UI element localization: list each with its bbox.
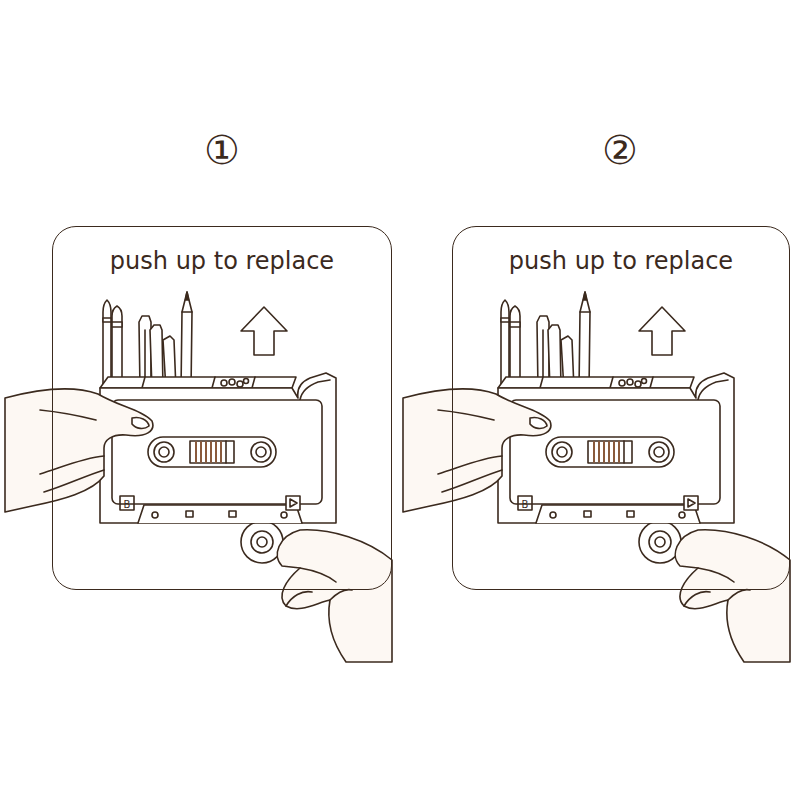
instruction-text: push up to replace [53, 227, 391, 276]
pen-holder-illustration [5, 292, 392, 662]
side-letter: B [522, 499, 529, 510]
instruction-panel: push up to replace [52, 226, 392, 590]
pen-holder-illustration [403, 292, 790, 662]
instruction-panel: push up to replace [452, 226, 790, 590]
side-letter: B [522, 494, 529, 512]
step-number: ② [602, 130, 638, 170]
step-number: ① [204, 130, 240, 170]
instruction-text: push up to replace [453, 227, 789, 276]
side-letter: B [124, 494, 131, 512]
step-number: ② [602, 127, 638, 173]
side-letter: B [124, 499, 131, 510]
step-number: ① [204, 127, 240, 173]
